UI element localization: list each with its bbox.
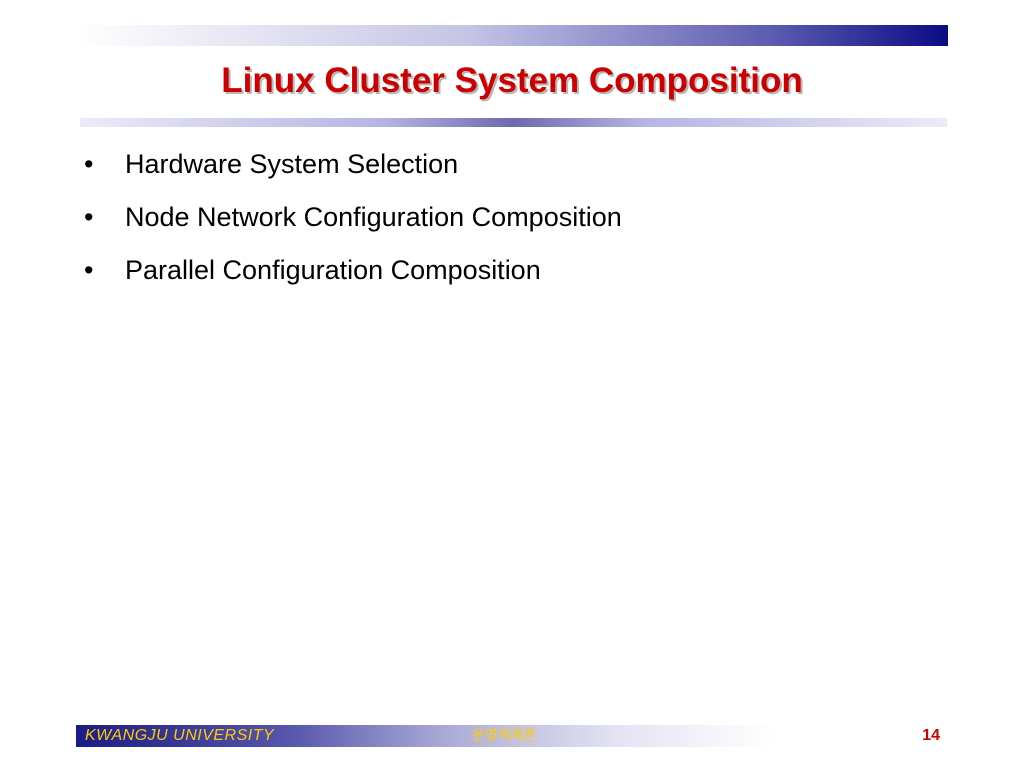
bullet-item: • Parallel Configuration Composition bbox=[84, 244, 622, 297]
bullet-text: Parallel Configuration Composition bbox=[125, 255, 541, 285]
slide-title: Linux Cluster System Composition bbox=[221, 61, 803, 100]
bullet-marker: • bbox=[84, 202, 94, 232]
bullet-marker: • bbox=[84, 149, 94, 179]
title-divider bbox=[80, 118, 947, 127]
footer-bar bbox=[76, 725, 948, 747]
bullet-item: • Node Network Configuration Composition bbox=[84, 191, 622, 244]
footer-university: KWANGJU UNIVERSITY bbox=[85, 727, 275, 744]
bullet-text: Node Network Configuration Composition bbox=[125, 202, 622, 232]
bullet-item: • Hardware System Selection bbox=[84, 138, 622, 191]
bullet-text: Hardware System Selection bbox=[125, 149, 459, 179]
bullet-list: • Hardware System Selection • Node Netwo… bbox=[84, 138, 622, 297]
footer-course-title: 운영체제론 bbox=[472, 728, 537, 744]
top-gradient-bar bbox=[76, 25, 948, 46]
bullet-marker: • bbox=[84, 255, 94, 285]
page-number: 14 bbox=[922, 727, 940, 744]
